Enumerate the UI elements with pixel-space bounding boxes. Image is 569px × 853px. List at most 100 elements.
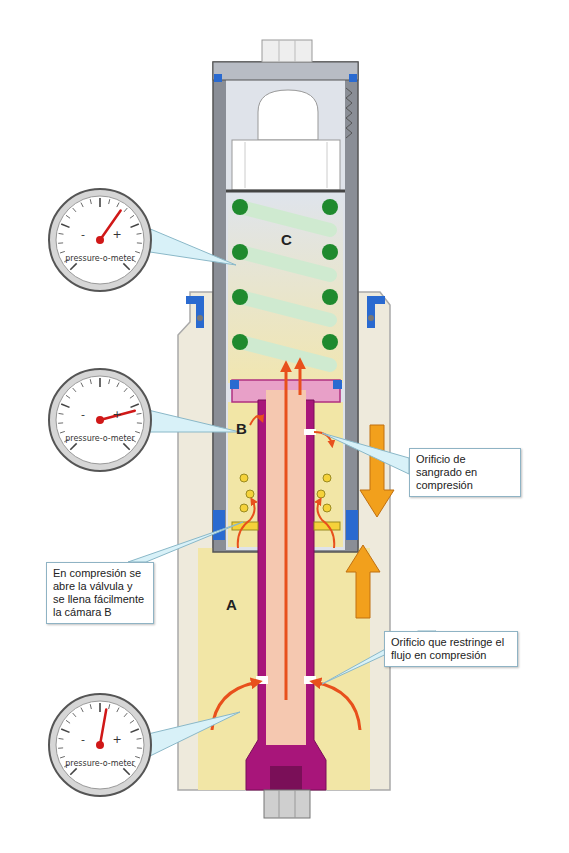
callout-text: Orificio que restringe el flujo en compr… (391, 636, 511, 662)
leader-wedge (148, 228, 236, 265)
top-nut (349, 74, 357, 82)
main-spring (240, 252, 330, 275)
gauge-tick (90, 704, 91, 709)
main-spring (240, 342, 330, 365)
chamber-c (228, 193, 343, 383)
gauge-tick (137, 738, 142, 740)
chamber-label: A (226, 596, 237, 613)
gauge-tick (117, 203, 119, 207)
chamber-c (228, 193, 343, 383)
pressure-gauge: - + pressure-o-meter (48, 693, 152, 797)
gauge-tick (99, 378, 101, 387)
motion-arrow (346, 545, 380, 618)
gauge-face (56, 196, 144, 284)
main-spring (322, 289, 338, 305)
gauge-label: pressure-o-meter (48, 434, 152, 443)
gauge-tick (99, 198, 101, 207)
top-nut (214, 40, 357, 82)
valve-spring (246, 490, 254, 498)
housing-clips (367, 296, 385, 328)
gauge-face (56, 376, 144, 464)
main-spring (322, 334, 338, 350)
gauge-tick (60, 431, 65, 433)
scale-sign: + (108, 228, 126, 241)
chamber-label: B (236, 420, 247, 437)
gauge-tick (70, 768, 76, 774)
flow-arrow (238, 500, 255, 548)
top-bumper (232, 140, 340, 190)
gauge-dial (49, 694, 151, 796)
gauge-tick (58, 422, 63, 423)
main-spring (240, 297, 330, 320)
scale-sign: + (108, 733, 126, 746)
gauge-tick (135, 756, 140, 758)
flow-arrow (314, 682, 360, 730)
valve-spring (323, 504, 331, 512)
main-spring (232, 199, 338, 365)
flow-arrow (299, 362, 302, 395)
gauge-tick (123, 768, 129, 774)
scale-sign: + (108, 408, 126, 421)
gauge-tick (117, 708, 119, 712)
upper-cylinder (213, 62, 358, 80)
gauge-tick (81, 203, 83, 207)
gauge-dial (48, 693, 152, 797)
housing-clips (368, 315, 374, 321)
gauge-tick (124, 713, 127, 717)
gauge-tick (81, 708, 83, 712)
top-bumper (226, 190, 345, 193)
top-bumper (258, 90, 318, 140)
gauge-tick (109, 379, 110, 384)
piston-rod (333, 380, 342, 389)
gauge-dial (48, 188, 152, 292)
gauge-tick (130, 720, 134, 723)
scale-sign: - (74, 228, 92, 241)
top-nut (295, 40, 296, 62)
leader-wedge (322, 433, 409, 474)
top-bumper (226, 90, 345, 191)
gauge-tick (60, 251, 65, 253)
gauge-tick (66, 395, 70, 398)
gauge-tick (130, 224, 138, 227)
gauge-tick (137, 747, 142, 748)
main-spring (322, 199, 338, 215)
gauge-tick (130, 729, 138, 732)
callout-box: En compresión se abre la válvula y se ll… (46, 562, 154, 624)
gauge-label: pressure-o-meter (48, 759, 152, 768)
main-spring (232, 244, 248, 260)
gauge-tick (137, 242, 142, 243)
gauge-tick (124, 388, 127, 392)
valve-spring (240, 504, 248, 512)
main-spring (322, 244, 338, 260)
piston-rod (230, 380, 239, 389)
gauge-dial (48, 368, 152, 472)
motion-arrow (360, 425, 394, 517)
callout-text: En compresión se abre la válvula y se ll… (53, 567, 147, 619)
leader-wedge (128, 522, 243, 562)
check-valve (346, 510, 358, 540)
piston-rod (270, 766, 302, 790)
scale-sign: - (74, 733, 92, 746)
housing-clips (186, 296, 204, 328)
main-spring (232, 289, 248, 305)
gauge-tick (130, 395, 134, 398)
gauge-tick (135, 431, 140, 433)
gauge-tick (124, 208, 127, 212)
gauge-bezel (49, 694, 151, 796)
gauge-tick (137, 233, 142, 235)
leader-wedge (148, 712, 240, 756)
gauge-tick (58, 747, 63, 748)
gauge-tick (130, 215, 134, 218)
gauge-tick (137, 413, 142, 415)
top-nut (214, 74, 222, 82)
valve-spring (240, 474, 248, 482)
gauge-tick (81, 383, 83, 387)
gauge-tick (70, 443, 76, 449)
gauge-tick (58, 242, 63, 243)
gauge-hub (96, 236, 104, 244)
chamber-label: C (281, 231, 292, 248)
gauge-tick (60, 756, 65, 758)
gauge-tick (61, 224, 69, 227)
gauge-dial (49, 189, 151, 291)
